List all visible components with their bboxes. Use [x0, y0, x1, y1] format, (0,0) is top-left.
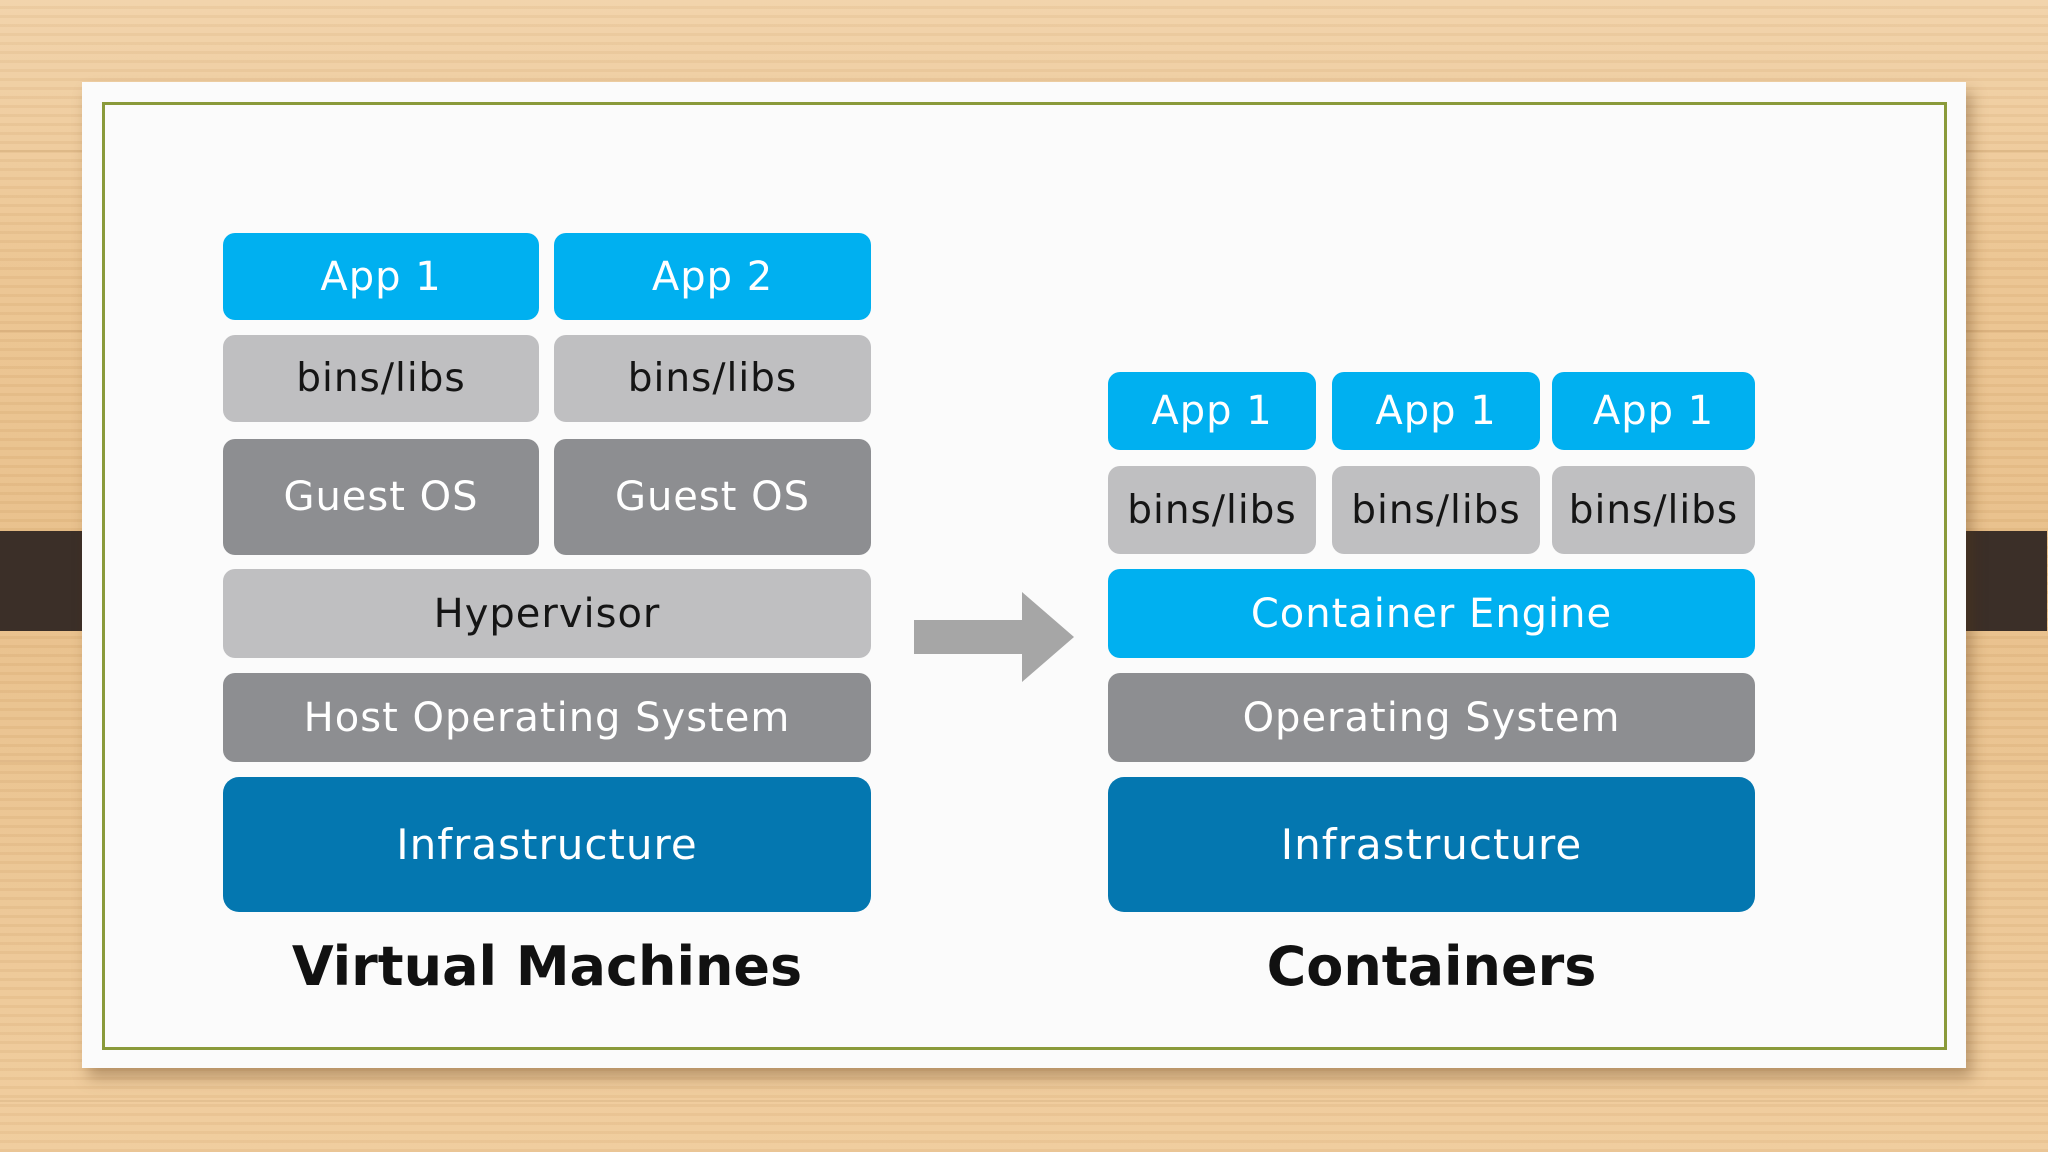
vm-infrastructure-block: Infrastructure — [223, 777, 871, 912]
vm-bins-libs-1-block: bins/libs — [223, 335, 539, 422]
container-bins-libs-3-block: bins/libs — [1552, 466, 1755, 554]
slide-frame — [102, 102, 1947, 1050]
container-bins-libs-2-block: bins/libs — [1332, 466, 1540, 554]
container-engine-block: Container Engine — [1108, 569, 1755, 658]
container-app-3-block: App 1 — [1552, 372, 1755, 450]
container-bins-libs-1-block: bins/libs — [1108, 466, 1316, 554]
wood-grain-line — [0, 1100, 2048, 1102]
vm-app-1-block: App 1 — [223, 233, 539, 320]
virtual-machines-title: Virtual Machines — [291, 935, 803, 998]
slide-card: App 1 App 2 bins/libs bins/libs Guest OS… — [82, 82, 1966, 1068]
containers-title: Containers — [1266, 935, 1597, 998]
container-infrastructure-block: Infrastructure — [1108, 777, 1755, 912]
operating-system-block: Operating System — [1108, 673, 1755, 762]
container-app-1-block: App 1 — [1108, 372, 1316, 450]
host-operating-system-block: Host Operating System — [223, 673, 871, 762]
vm-app-2-block: App 2 — [554, 233, 871, 320]
container-app-2-block: App 1 — [1332, 372, 1540, 450]
hypervisor-block: Hypervisor — [223, 569, 871, 658]
right-arrow-icon — [914, 592, 1074, 682]
vm-guest-os-2-block: Guest OS — [554, 439, 871, 555]
vm-bins-libs-2-block: bins/libs — [554, 335, 871, 422]
vm-guest-os-1-block: Guest OS — [223, 439, 539, 555]
